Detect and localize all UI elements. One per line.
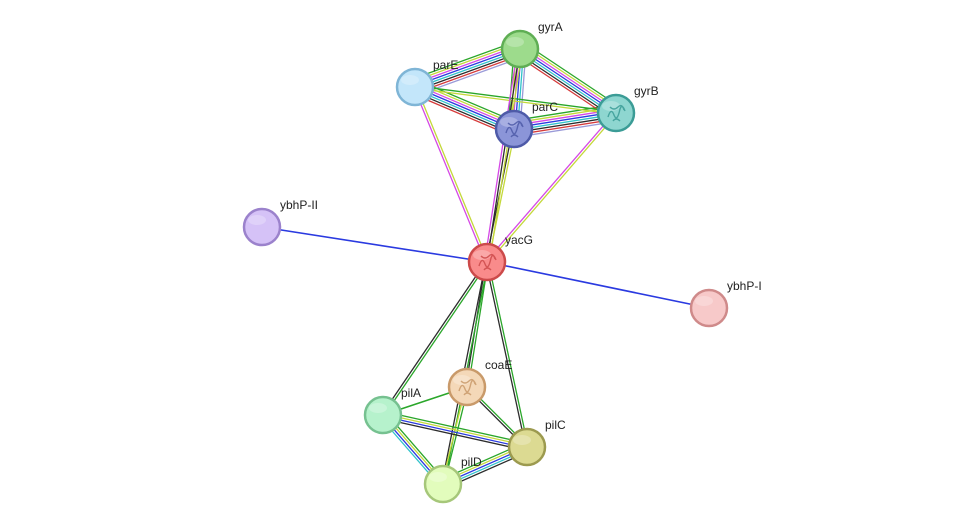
node-parE[interactable]: parE [395,58,458,107]
edge-evidence-textmining [414,87,616,115]
node-label: parC [532,100,558,114]
edge-evidence-neighborhood [487,261,529,447]
node-label: parE [433,58,458,72]
node-label: ybhP-II [280,198,318,212]
node-label: coaE [485,358,512,372]
edge-evidence-coexpression [382,417,527,452]
node-highlight [473,250,491,260]
edge-evidence-neighborhood [417,79,518,123]
protein-structure-icon [458,378,477,396]
node-circle[interactable] [423,464,463,504]
node-circle[interactable] [689,288,729,328]
nodes-layer: gyrA parE parC gyrB ybhP-II yacG ybhP-I coaE pil… [242,20,762,504]
node-ybhP-I[interactable]: ybhP-I [689,279,762,328]
node-circle[interactable] [242,207,282,247]
node-highlight [369,403,387,413]
node-highlight [453,375,471,385]
node-circle[interactable] [500,29,540,69]
edge-pilA-pilC[interactable] [382,410,528,452]
edge-evidence-experimental [413,87,487,263]
node-label: pilC [545,418,566,432]
edge-evidence-database [518,50,616,116]
edge-evidence-neighborhood [415,85,617,113]
node-circle[interactable] [447,367,487,407]
edge-evidence-coexpression [485,262,527,448]
node-highlight [500,117,518,127]
edge-evidence-textmining [522,44,620,110]
edge-evidence-textmining [415,86,489,262]
node-parC[interactable]: parC [494,100,558,149]
edge-evidence-coexpression [381,260,487,415]
node-label: ybhP-I [727,279,762,293]
edge-evidence-experimental [485,111,616,262]
edge-evidence-experimental [483,48,519,262]
edge-yacG-pilA[interactable] [381,260,489,417]
edge-evidence-cooccurrence [261,226,488,263]
node-ybhP-II[interactable]: ybhP-II [242,198,318,247]
edge-evidence-neighborhood [383,410,528,445]
edge-evidence-coexpression [486,48,521,263]
node-pilC[interactable]: pilC [507,418,566,467]
node-circle[interactable] [494,109,534,149]
node-circle[interactable] [363,395,403,435]
node-label: gyrA [538,20,563,34]
node-circle[interactable] [507,427,547,467]
edge-evidence-neighborhood [523,42,621,108]
node-highlight [506,37,524,47]
node-highlight [513,435,531,445]
edge-evidence-cooccurrence [382,415,527,449]
node-gyrA[interactable]: gyrA [500,20,563,69]
node-highlight [401,75,419,85]
protein-structure-icon [607,104,626,122]
edge-evidence-textmining [383,413,528,447]
edge-yacG-ybhP-I[interactable] [486,261,710,309]
protein-structure-icon [478,253,497,271]
node-circle[interactable] [395,67,435,107]
node-pilD[interactable]: pilD [423,455,482,504]
node-gyrB[interactable]: gyrB [596,84,659,133]
edge-yacG-parE[interactable] [413,86,489,263]
edge-yacG-pilC[interactable] [485,261,529,448]
node-circle[interactable] [467,242,507,282]
node-highlight [429,472,447,482]
edge-evidence-cooccurrence [486,261,710,309]
edge-evidence-coexpression [516,52,614,118]
edge-evidence-experimental [520,46,618,112]
edge-yacG-gyrA[interactable] [483,48,524,263]
protein-structure-icon [505,120,524,138]
edge-evidence-textmining [412,42,519,82]
node-pilA[interactable]: pilA [363,386,421,435]
node-highlight [602,101,620,111]
node-coaE[interactable]: coaE [447,358,512,407]
edge-evidence-fusion [515,54,613,120]
edge-evidence-neighborhood [411,40,518,80]
edge-evidence-fusion [416,54,523,94]
node-yacG[interactable]: yacG [467,233,533,282]
edge-evidence-textmining [488,49,524,263]
edge-ybhP-II-yacG[interactable] [261,226,488,263]
node-circle[interactable] [596,93,636,133]
edge-evidence-textmining [487,113,618,264]
node-highlight [695,296,713,306]
node-label: pilD [461,455,482,469]
node-highlight [248,215,266,225]
node-label: pilA [401,386,421,400]
edge-yacG-gyrB[interactable] [485,111,618,264]
node-label: gyrB [634,84,659,98]
edge-evidence-fusion [411,93,512,137]
edge-parE-gyrB[interactable] [414,85,617,115]
edge-evidence-neighborhood [383,262,489,417]
node-label: yacG [505,233,533,247]
edge-evidence-neighborhood [467,262,489,388]
